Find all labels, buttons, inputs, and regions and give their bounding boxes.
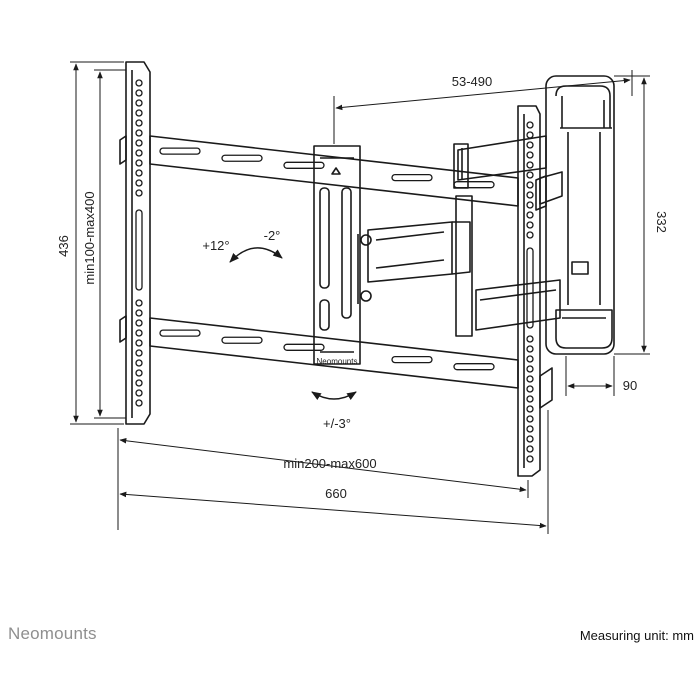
- rail-hole: [135, 119, 143, 127]
- rail-hole: [135, 299, 143, 307]
- rail-hole: [526, 355, 534, 363]
- rail-hole: [526, 335, 534, 343]
- dim-660-line: [119, 491, 547, 529]
- rail-slot: [283, 161, 325, 169]
- dim-436-label: 436: [56, 235, 71, 257]
- rail-hole: [135, 139, 143, 147]
- rail-hole: [526, 435, 534, 443]
- rail-slot: [159, 147, 201, 155]
- rail-slot: [221, 154, 263, 162]
- rail-hole: [526, 131, 534, 139]
- mounting-slots: [135, 79, 534, 463]
- dim-vesa-horizontal-label: min200-max600: [283, 456, 376, 471]
- rail-slot: [453, 181, 495, 189]
- brand-logo-text: Neomounts: [8, 624, 97, 643]
- rail-hole: [135, 189, 143, 197]
- dim-extension-label: 53-490: [452, 74, 492, 89]
- dim-660-label: 660: [325, 486, 347, 501]
- rail-hole: [135, 329, 143, 337]
- rail-hole: [526, 191, 534, 199]
- rail-hole: [135, 399, 143, 407]
- rail-hole: [526, 161, 534, 169]
- rail-hole: [526, 151, 534, 159]
- tilt-up-label: +12°: [202, 238, 229, 253]
- rail-hole: [526, 395, 534, 403]
- rail-slot: [526, 247, 534, 329]
- screen-bracket: [119, 61, 553, 477]
- dim-332-label: 332: [654, 211, 669, 233]
- rail-hole: [135, 369, 143, 377]
- rail-hole: [526, 211, 534, 219]
- rail-hole: [135, 359, 143, 367]
- rail-hole: [135, 309, 143, 317]
- rail-slot: [453, 363, 495, 371]
- rail-hole: [526, 221, 534, 229]
- rail-hole: [526, 141, 534, 149]
- plate-brand-label: Neomounts: [317, 357, 358, 366]
- articulating-arms: [367, 135, 563, 337]
- rail-hole: [526, 345, 534, 353]
- rail-slot: [391, 173, 433, 182]
- dim-90-label: 90: [623, 378, 637, 393]
- wall-plate: [545, 75, 615, 355]
- rotation-label: +/-3°: [323, 416, 351, 431]
- rail-hole: [135, 319, 143, 327]
- rail-slot: [135, 209, 143, 291]
- dim-vesa-horizontal-line: [119, 437, 527, 493]
- rail-hole: [135, 389, 143, 397]
- rail-hole: [135, 89, 143, 97]
- rail-hole: [526, 455, 534, 463]
- dim-vesa-vertical-label: min100-max400: [82, 191, 97, 284]
- measuring-unit-note: Measuring unit: mm: [579, 628, 694, 643]
- rail-hole: [135, 169, 143, 177]
- rail-hole: [135, 339, 143, 347]
- rotation-arc: [311, 391, 357, 401]
- rail-hole: [526, 405, 534, 413]
- rail-hole: [526, 415, 534, 423]
- rail-hole: [135, 99, 143, 107]
- rail-hole: [526, 181, 534, 189]
- rail-hole: [135, 79, 143, 87]
- rail-slot: [391, 355, 433, 364]
- rail-hole: [526, 425, 534, 433]
- rail-hole: [526, 231, 534, 239]
- rail-hole: [135, 129, 143, 137]
- rail-hole: [526, 365, 534, 373]
- rail-hole: [135, 349, 143, 357]
- rail-hole: [526, 171, 534, 179]
- rail-hole: [526, 375, 534, 383]
- rail-hole: [135, 149, 143, 157]
- rail-hole: [135, 179, 143, 187]
- rail-slot: [221, 336, 263, 344]
- rail-hole: [135, 109, 143, 117]
- rail-slot: [159, 329, 201, 337]
- rail-hole: [526, 385, 534, 393]
- rail-hole: [135, 379, 143, 387]
- dim-extension-line: [335, 77, 631, 111]
- rail-hole: [135, 159, 143, 167]
- rail-hole: [526, 445, 534, 453]
- rail-hole: [526, 201, 534, 209]
- tilt-arc: [229, 247, 283, 263]
- tilt-down-label: -2°: [264, 228, 281, 243]
- rail-slot: [283, 343, 325, 351]
- rail-hole: [526, 121, 534, 129]
